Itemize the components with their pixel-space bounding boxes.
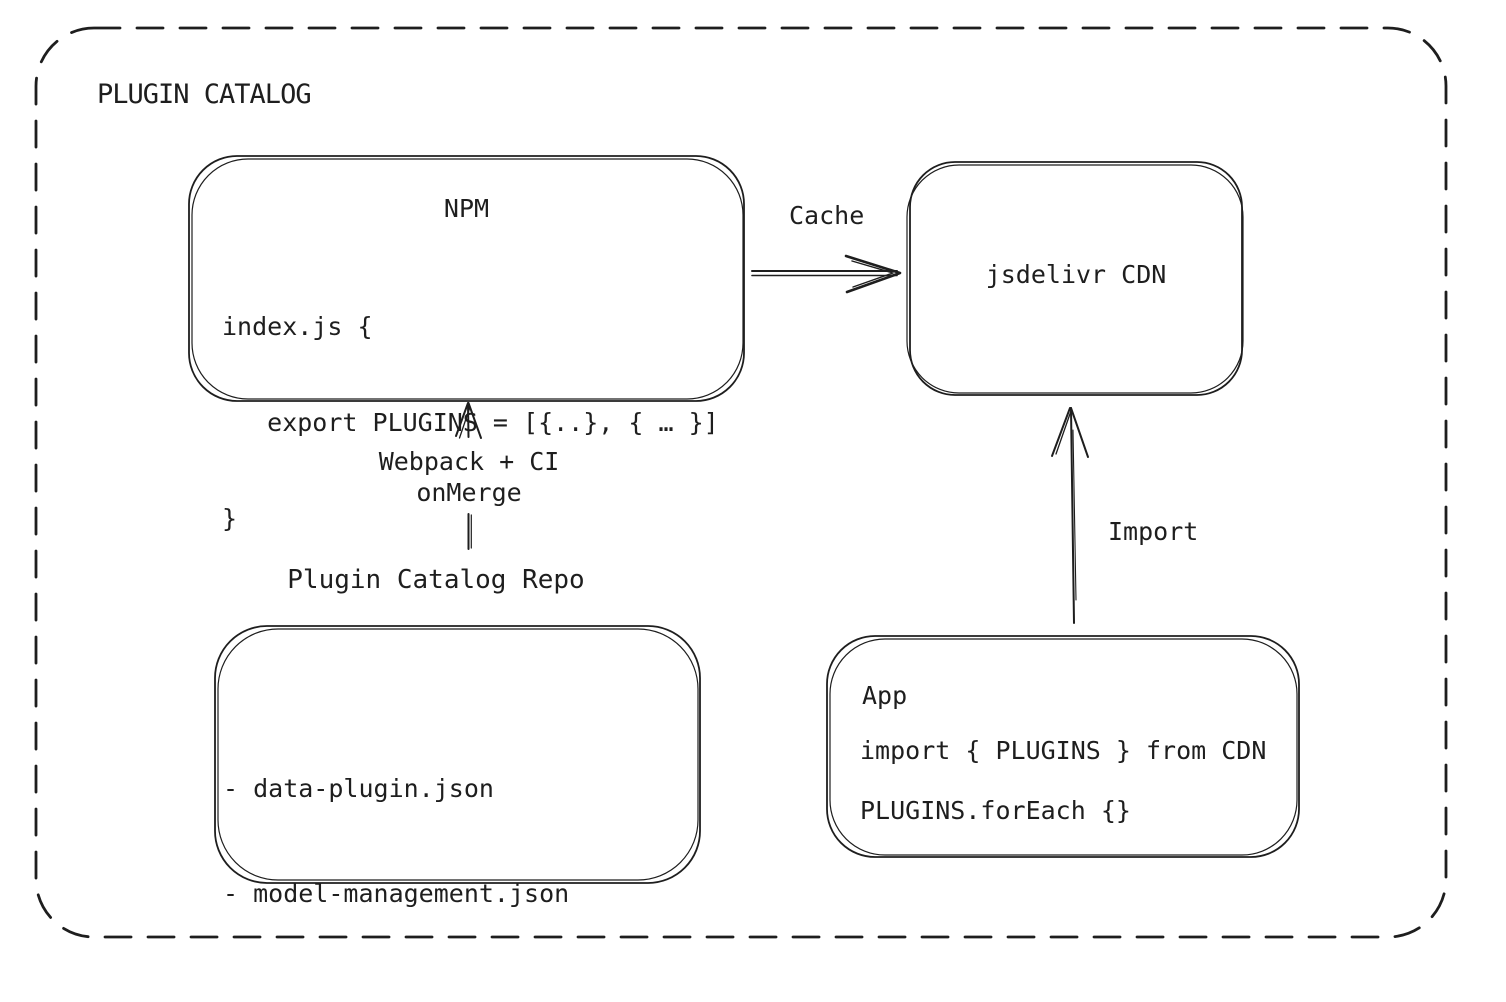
repo-file-list: - data-plugin.json - model-management.js…	[223, 701, 569, 1002]
repo-file-item: - data-plugin.json	[223, 774, 494, 803]
repo-file-item: …	[223, 984, 239, 1002]
import-arrow	[1051, 407, 1089, 624]
npm-code-line: export PLUGINS = [{..}, { … }]	[222, 408, 719, 437]
npm-code-block: index.js { export PLUGINS = [{..}, { … }…	[222, 247, 719, 599]
cache-arrow	[751, 254, 902, 294]
cache-arrow-label: Cache	[789, 201, 865, 230]
npm-box-title: NPM	[443, 194, 490, 223]
app-code-line: import { PLUGINS } from CDN	[860, 736, 1267, 765]
npm-box	[188, 155, 745, 402]
app-box	[826, 635, 1300, 858]
catalog-frame	[34, 26, 1448, 939]
diagram-title: PLUGIN CATALOG	[97, 79, 312, 110]
npm-code-line: }	[222, 504, 238, 533]
repo-file-item: - model-management.json	[223, 879, 570, 908]
npm-code-line: index.js {	[222, 312, 373, 341]
repo-box	[214, 625, 701, 884]
build-arrow-label: Webpack + CI onMerge	[378, 447, 560, 507]
cdn-box	[906, 161, 1244, 396]
import-arrow-label: Import	[1108, 517, 1199, 546]
repo-box-title: Plugin Catalog Repo	[287, 565, 585, 595]
cdn-box-label: jsdelivr CDN	[985, 260, 1167, 289]
app-code-line: PLUGINS.forEach {}	[860, 796, 1131, 825]
app-box-title: App	[862, 681, 908, 710]
build-arrow	[455, 402, 482, 550]
